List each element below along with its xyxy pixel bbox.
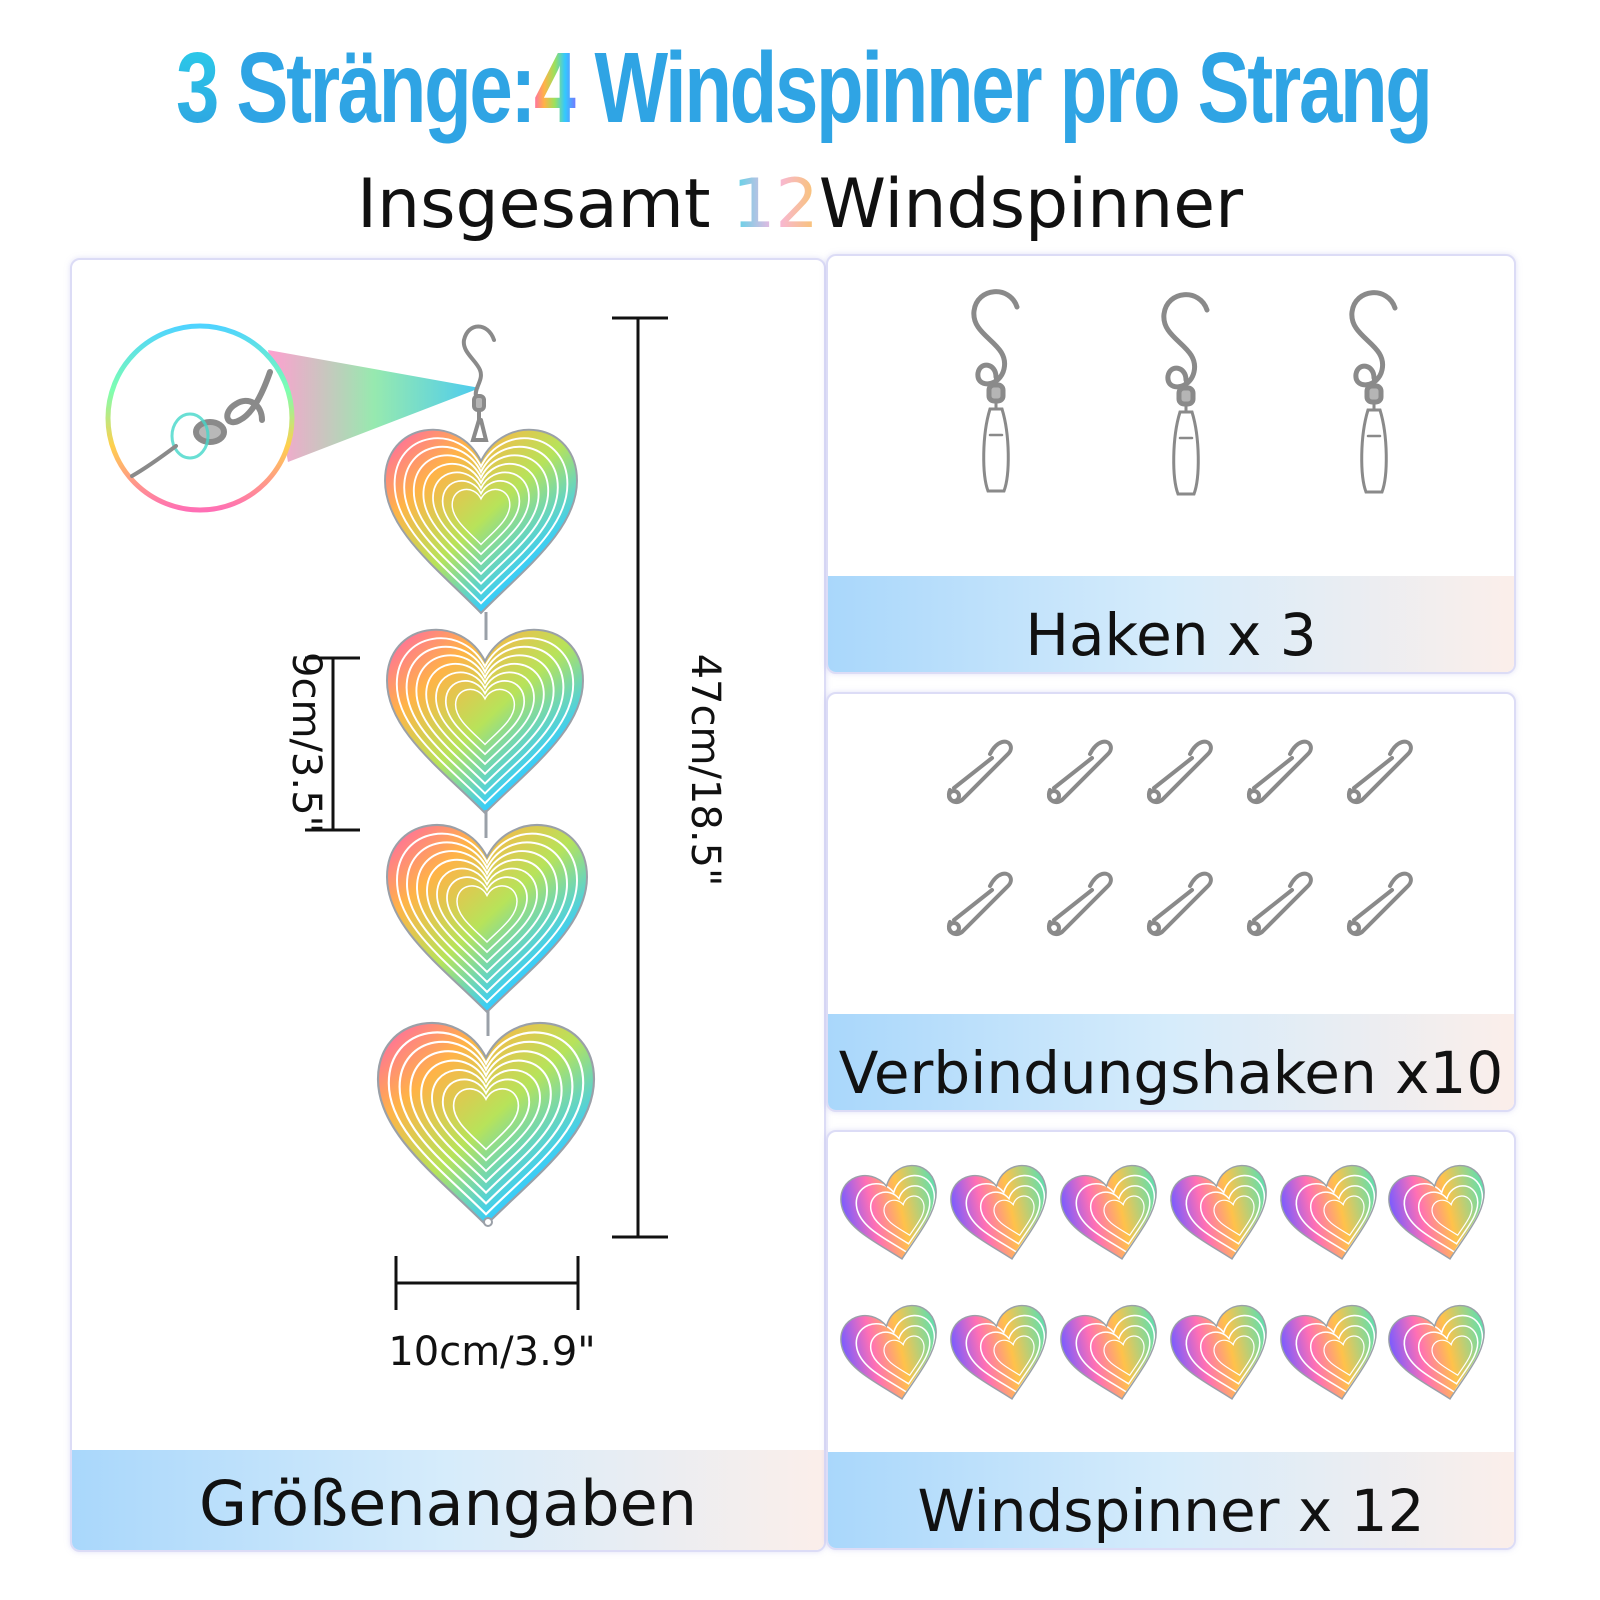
title-per-strand-text: Windspinner pro Strang <box>594 32 1432 144</box>
clip-items <box>946 739 1413 937</box>
title-strands-text: Stränge: <box>236 32 536 144</box>
strand-heart-1 <box>385 430 577 613</box>
magnifier-beam <box>268 350 480 462</box>
clips-panel-label: Verbindungshaken x10 <box>828 1014 1514 1110</box>
height-dimension-line <box>305 656 360 832</box>
total-length-dimension-label: 47cm/18.5" <box>682 653 728 887</box>
hooks-panel-label: Haken x 3 <box>828 576 1514 672</box>
hook-item-2 <box>1164 295 1207 494</box>
height-dimension-label: 9cm/3.5" <box>283 652 329 834</box>
strand-heart-3 <box>387 825 587 1012</box>
hook-item-3 <box>1352 293 1395 492</box>
swivel-magnifier <box>105 323 480 513</box>
title-spinner-count: 4 <box>534 32 577 144</box>
subtitle-count: 12 <box>732 165 819 244</box>
strand-hook <box>461 324 496 442</box>
total-dimension-line <box>612 316 668 1239</box>
spinner-items <box>836 1161 1497 1409</box>
main-title: 3 Stränge:4 Windspinner pro Strang <box>176 28 1433 148</box>
strand-heart-4 <box>378 1023 594 1225</box>
subtitle-suffix: Windspinner <box>818 165 1244 244</box>
width-dimension-line <box>394 1256 580 1310</box>
hooks-panel: Haken x 3 <box>826 254 1516 674</box>
hook-item-1 <box>974 292 1017 491</box>
dimension-lines <box>305 316 668 1310</box>
strand-heart-2 <box>387 630 583 813</box>
width-dimension-label: 10cm/3.9" <box>388 1329 596 1375</box>
subtitle-prefix: Insgesamt <box>356 165 711 244</box>
spinners-panel-label: Windspinner x 12 <box>828 1452 1514 1548</box>
size-panel-label: Größenangaben <box>72 1450 824 1550</box>
title-strand-count: 3 <box>176 32 219 144</box>
subtitle: Insgesamt 12Windspinner <box>0 165 1600 245</box>
swivel-detail <box>130 369 273 478</box>
